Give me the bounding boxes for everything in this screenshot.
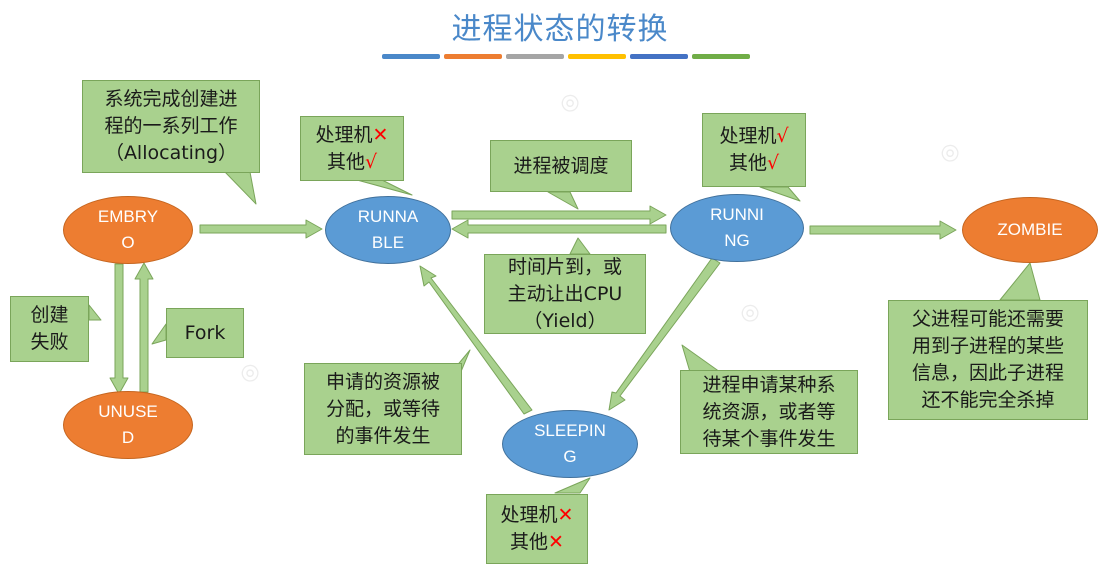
callout-zombie-note-line3: 信息，因此子进程 (911, 362, 1064, 384)
callout-schedule-label: 进程被调度 (513, 154, 609, 177)
state-running: RUNNI NG (670, 194, 804, 262)
state-embryo-line2: O (121, 233, 135, 252)
callout-zombie-note-line2: 用到子进程的某些 (911, 335, 1064, 357)
callout-resource-granted-line3: 的事件发生 (335, 424, 431, 447)
callout-runnable-res-line2: 其他√ (326, 150, 378, 173)
callout-zombie-note-line1: 父进程可能还需要 (911, 308, 1064, 330)
callout-running-resources: 处理机√ 其他√ (702, 113, 806, 187)
callout-create-fail-line2: 失败 (30, 331, 69, 353)
arrow-running-zombie (809, 220, 957, 240)
color-bar-5 (630, 54, 688, 59)
callout-resource-granted: 申请的资源被 分配，或等待 的事件发生 (304, 363, 462, 455)
state-embryo: EMBRY O (63, 196, 193, 264)
state-sleeping-line1: SLEEPIN (534, 421, 606, 440)
runnable-res-tail (356, 179, 413, 196)
callout-allocating-line3: （Allocating） (104, 142, 238, 164)
state-unused: UNUSE D (63, 391, 193, 459)
running-res-tail (759, 186, 801, 202)
sleeping-res-tail (554, 477, 591, 494)
callout-allocating-line1: 系统完成创建进 (104, 88, 238, 110)
cross-mark-icon: ✕ (557, 504, 574, 526)
arrow-running-runnable (451, 219, 667, 239)
arrow-embryo-runnable (199, 219, 323, 239)
state-running-line1: RUNNI (710, 205, 764, 224)
color-bar-6 (692, 54, 750, 59)
state-runnable-line1: RUNNA (357, 207, 419, 226)
color-bar-2 (444, 54, 502, 59)
check-mark-icon: √ (776, 125, 789, 147)
callout-yield: 时间片到，或 主动让出CPU （Yield） (484, 254, 646, 334)
state-unused-line2: D (121, 428, 135, 447)
check-mark-icon: √ (364, 150, 378, 173)
cross-mark-icon: ✕ (548, 531, 564, 553)
callout-runnable-resources: 处理机✕ 其他√ (300, 116, 404, 181)
state-embryo-line1: EMBRY (97, 207, 159, 226)
arrow-sleeping-runnable (419, 265, 533, 415)
callout-sleeping-res-line1: 处理机✕ (500, 504, 574, 526)
zombie-note-tail (999, 262, 1041, 301)
callout-schedule: 进程被调度 (490, 140, 632, 192)
state-running-line2: NG (724, 231, 750, 250)
callout-create-fail-line1: 创建 (30, 304, 69, 326)
check-mark-icon: √ (766, 152, 780, 174)
state-unused-line1: UNUSE (98, 402, 158, 421)
state-sleeping: SLEEPIN G (502, 410, 638, 478)
callout-allocating: 系统完成创建进 程的一系列工作 （Allocating） (82, 80, 260, 173)
callout-request-resource: 进程申请某种系 统资源，或者等 待某个事件发生 (680, 370, 858, 454)
callout-yield-line1: 时间片到，或 (507, 255, 622, 278)
callout-allocating-line2: 程的一系列工作 (104, 115, 238, 137)
callout-request-resource-line2: 统资源，或者等 (702, 400, 836, 423)
state-zombie-label: ZOMBIE (997, 220, 1063, 239)
arrow-embryo-unused (109, 263, 129, 395)
fork-tail (151, 323, 167, 345)
callout-runnable-res-line1: 处理机✕ (315, 123, 389, 146)
color-bar-3 (506, 54, 564, 59)
arrow-unused-embryo (134, 262, 154, 393)
callout-yield-line3: （Yield） (523, 309, 607, 332)
callout-sleeping-res-line2: 其他✕ (510, 531, 564, 553)
callout-request-resource-line1: 进程申请某种系 (702, 373, 836, 396)
callout-create-fail: 创建 失败 (10, 296, 89, 362)
callout-request-resource-line3: 待某个事件发生 (702, 427, 836, 450)
callout-fork: Fork (166, 308, 244, 358)
arrow-running-sleeping (608, 257, 721, 411)
state-runnable-line2: BLE (371, 233, 405, 252)
callout-zombie-note: 父进程可能还需要 用到子进程的某些 信息，因此子进程 还不能完全杀掉 (888, 300, 1088, 420)
color-bar-1 (382, 54, 440, 59)
page-title: 进程状态的转换 (451, 12, 669, 47)
title-color-bars (382, 54, 750, 59)
allocating-tail (224, 171, 257, 205)
color-bar-4 (568, 54, 626, 59)
arrow-runnable-running (451, 205, 667, 225)
create-fail-tail (88, 304, 102, 321)
callout-sleeping-resources: 处理机✕ 其他✕ (486, 494, 588, 564)
callout-running-res-line1: 处理机√ (719, 125, 789, 147)
callout-resource-granted-line1: 申请的资源被 (325, 370, 440, 393)
callout-fork-label: Fork (184, 321, 226, 344)
callout-running-res-line2: 其他√ (728, 152, 780, 174)
state-sleeping-line2: G (563, 447, 577, 466)
callout-yield-line2: 主动让出CPU (507, 282, 623, 305)
callout-zombie-note-line4: 还不能完全杀掉 (921, 389, 1055, 411)
cross-mark-icon: ✕ (372, 123, 389, 146)
state-runnable: RUNNA BLE (325, 196, 451, 264)
state-zombie: ZOMBIE (962, 197, 1098, 263)
callout-resource-granted-line2: 分配，或等待 (325, 397, 440, 420)
schedule-tail (547, 191, 579, 210)
yield-tail (569, 237, 591, 255)
request-resource-tail (681, 344, 721, 373)
